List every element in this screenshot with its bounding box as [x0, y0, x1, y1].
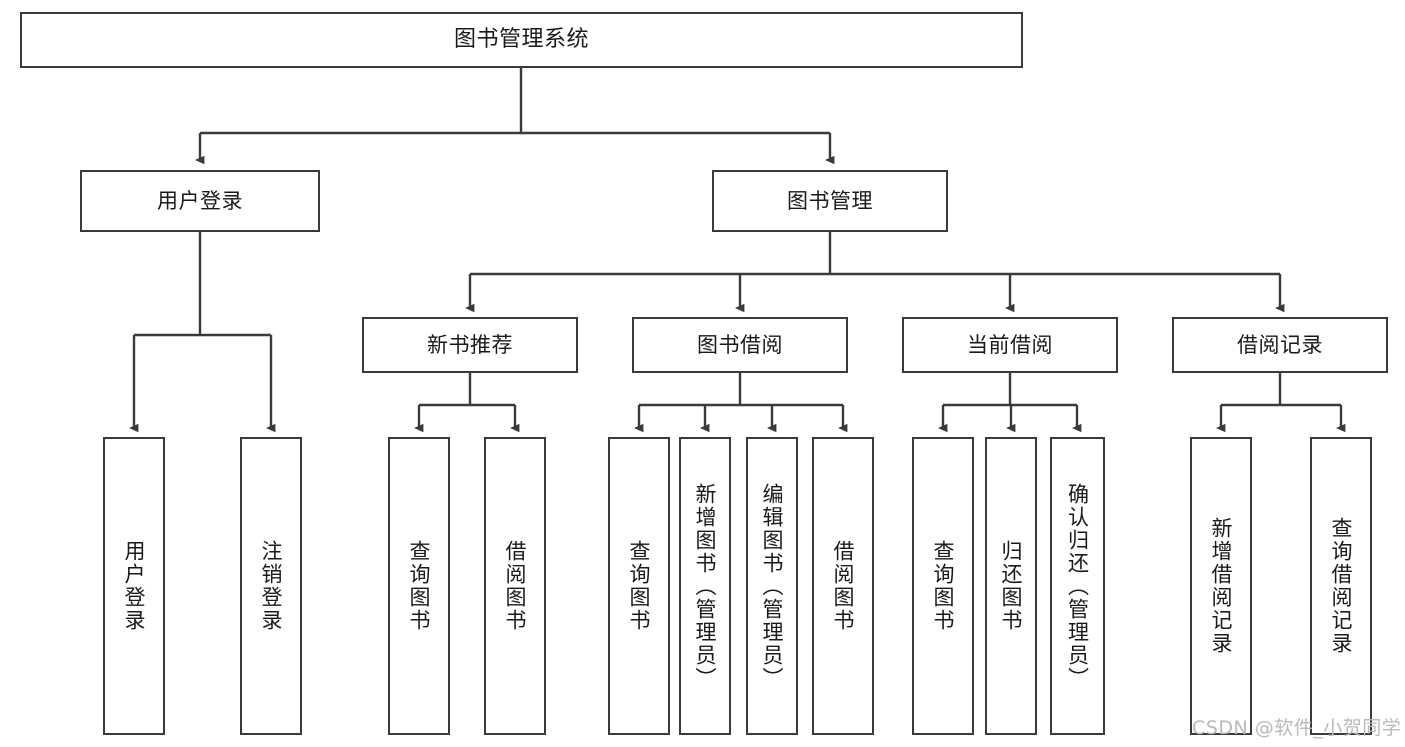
- node-user-login[interactable]: 用户登录: [80, 170, 320, 232]
- node-label: 注销登录: [259, 540, 284, 632]
- node-leaf-return-book[interactable]: 归还图书: [985, 437, 1037, 735]
- node-leaf-edit-book[interactable]: 编辑图书（管理员）: [746, 437, 798, 735]
- node-root-system[interactable]: 图书管理系统: [20, 12, 1023, 68]
- node-label: 查询图书: [931, 540, 956, 632]
- node-leaf-borrow-book-2[interactable]: 借阅图书: [812, 437, 874, 735]
- node-leaf-user-login[interactable]: 用户登录: [103, 437, 165, 735]
- node-label: 借阅记录: [1237, 332, 1323, 357]
- node-label: 当前借阅: [967, 332, 1053, 357]
- node-label: 借阅图书: [831, 540, 856, 632]
- node-label: 查询图书: [627, 540, 652, 632]
- node-label: 查询借阅记录: [1329, 517, 1354, 655]
- node-label: 新增借阅记录: [1209, 517, 1234, 655]
- node-label: 用户登录: [157, 188, 243, 213]
- node-leaf-query-book-3[interactable]: 查询图书: [912, 437, 974, 735]
- node-book-borrow[interactable]: 图书借阅: [632, 317, 848, 373]
- node-label: 确认归还（管理员）: [1065, 482, 1090, 690]
- node-label: 图书借阅: [697, 332, 783, 357]
- node-leaf-query-book-2[interactable]: 查询图书: [608, 437, 670, 735]
- node-new-book-recommend[interactable]: 新书推荐: [362, 317, 578, 373]
- node-label: 新书推荐: [427, 332, 513, 357]
- node-leaf-borrow-book-1[interactable]: 借阅图书: [484, 437, 546, 735]
- node-label: 用户登录: [122, 540, 147, 632]
- node-label: 新增图书（管理员）: [693, 482, 718, 690]
- node-leaf-add-book[interactable]: 新增图书（管理员）: [679, 437, 731, 735]
- node-leaf-query-record[interactable]: 查询借阅记录: [1310, 437, 1372, 735]
- node-leaf-logout[interactable]: 注销登录: [240, 437, 302, 735]
- node-label: 图书管理系统: [453, 27, 589, 53]
- node-label: 编辑图书（管理员）: [760, 482, 785, 690]
- node-borrow-record[interactable]: 借阅记录: [1172, 317, 1388, 373]
- node-label: 归还图书: [999, 540, 1024, 632]
- node-label: 查询图书: [407, 540, 432, 632]
- node-label: 借阅图书: [503, 540, 528, 632]
- node-book-manage[interactable]: 图书管理: [712, 170, 948, 232]
- node-current-borrow[interactable]: 当前借阅: [902, 317, 1118, 373]
- node-leaf-add-record[interactable]: 新增借阅记录: [1190, 437, 1252, 735]
- node-leaf-query-book-1[interactable]: 查询图书: [388, 437, 450, 735]
- node-label: 图书管理: [787, 188, 873, 213]
- node-leaf-confirm-return[interactable]: 确认归还（管理员）: [1050, 437, 1105, 735]
